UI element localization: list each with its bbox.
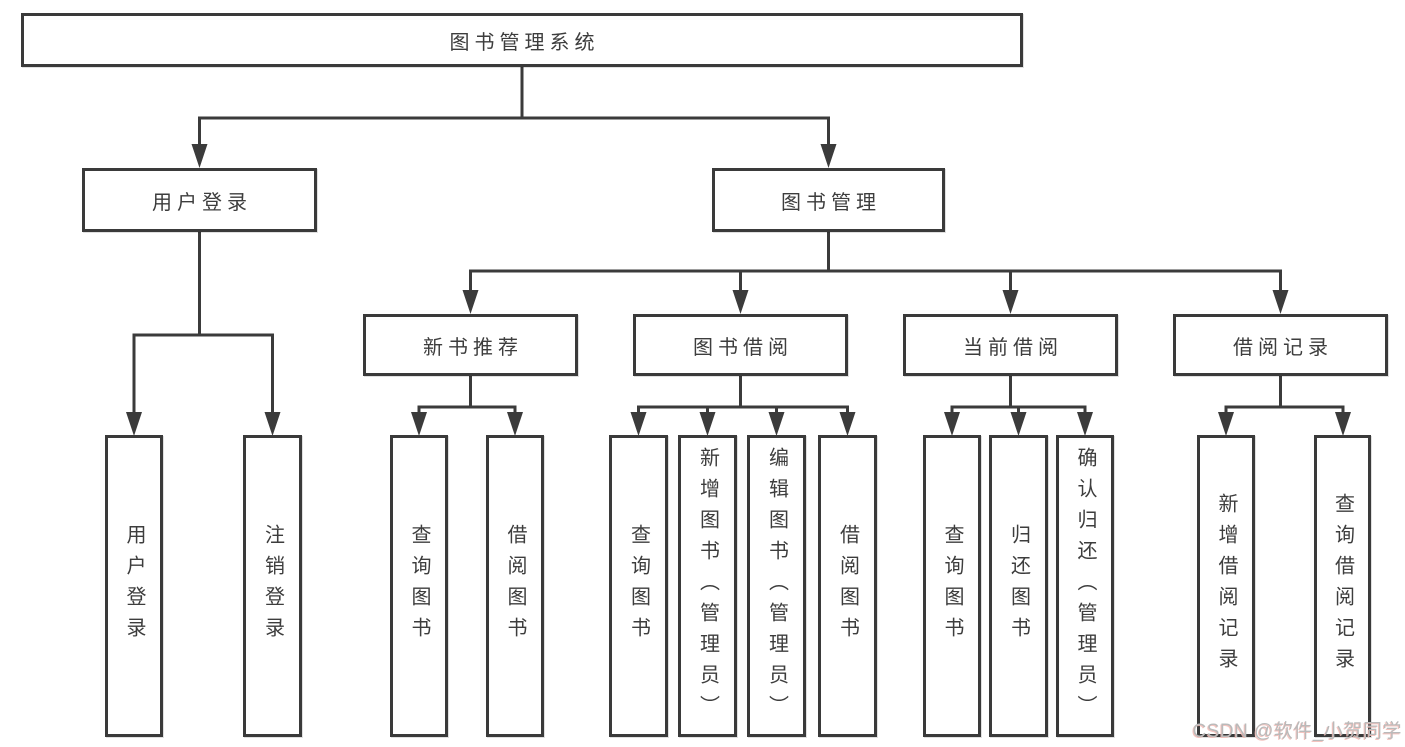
- leaf-user-login-label: 用户登录: [123, 524, 145, 648]
- leaf-edit-book: 编辑图书（管理员）: [747, 435, 806, 737]
- node-current-borrow-label: 当前借阅: [963, 336, 1063, 359]
- leaf-return-book: 归还图书: [989, 435, 1048, 737]
- connector-book-borrow-children: [630, 376, 856, 436]
- leaf-query-borrow-record-label: 查询借阅记录: [1331, 493, 1354, 679]
- leaf-user-login: 用户登录: [105, 435, 163, 737]
- leaf-query-book-3-label: 查询图书: [941, 524, 963, 648]
- node-book-borrow: 图书借阅: [633, 314, 848, 376]
- leaf-edit-book-label: 编辑图书（管理员）: [765, 446, 788, 726]
- connector-new-book-rec-children: [411, 376, 523, 436]
- leaf-add-borrow-record: 新增借阅记录: [1197, 435, 1255, 737]
- connector-borrow-records-children: [1218, 376, 1351, 436]
- csdn-watermark: CSDN @软件_小贺同学: [1192, 721, 1402, 742]
- node-root-label: 图书管理系统: [449, 31, 600, 54]
- node-new-book-rec-label: 新书推荐: [423, 336, 523, 359]
- node-book-mgmt-label: 图书管理: [781, 191, 881, 214]
- connector-book-mgmt-children: [462, 232, 1289, 314]
- node-borrow-records-label: 借阅记录: [1233, 336, 1333, 359]
- leaf-query-book-2-label: 查询图书: [627, 524, 650, 648]
- node-current-borrow: 当前借阅: [903, 314, 1118, 376]
- leaf-query-book-3: 查询图书: [923, 435, 981, 737]
- leaf-borrow-book-2: 借阅图书: [818, 435, 877, 737]
- leaf-borrow-book-1: 借阅图书: [486, 435, 544, 737]
- leaf-confirm-return-label: 确认归还（管理员）: [1074, 446, 1096, 726]
- node-root: 图书管理系统: [21, 13, 1023, 67]
- leaf-logout-label: 注销登录: [261, 524, 284, 648]
- leaf-query-book-1: 查询图书: [390, 435, 448, 737]
- node-new-book-rec: 新书推荐: [363, 314, 578, 376]
- leaf-borrow-book-1-label: 借阅图书: [504, 524, 526, 648]
- node-borrow-records: 借阅记录: [1173, 314, 1388, 376]
- leaf-query-book-1-label: 查询图书: [408, 524, 430, 648]
- connector-current-borrow-children: [944, 376, 1093, 436]
- leaf-query-book-2: 查询图书: [609, 435, 668, 737]
- node-user-login: 用户登录: [82, 168, 317, 232]
- connector-root-to-level2: [191, 67, 837, 168]
- leaf-borrow-book-2-label: 借阅图书: [836, 524, 859, 648]
- leaf-add-book: 新增图书（管理员）: [678, 435, 737, 737]
- leaf-add-borrow-record-label: 新增借阅记录: [1215, 493, 1237, 679]
- node-book-borrow-label: 图书借阅: [693, 336, 793, 359]
- leaf-logout: 注销登录: [243, 435, 302, 737]
- leaf-add-book-label: 新增图书（管理员）: [696, 446, 719, 726]
- connector-user-login-children: [126, 232, 281, 436]
- node-user-login-label: 用户登录: [152, 191, 252, 214]
- leaf-return-book-label: 归还图书: [1007, 524, 1030, 648]
- leaf-confirm-return: 确认归还（管理员）: [1056, 435, 1114, 737]
- leaf-query-borrow-record: 查询借阅记录: [1314, 435, 1371, 737]
- node-book-mgmt: 图书管理: [712, 168, 945, 232]
